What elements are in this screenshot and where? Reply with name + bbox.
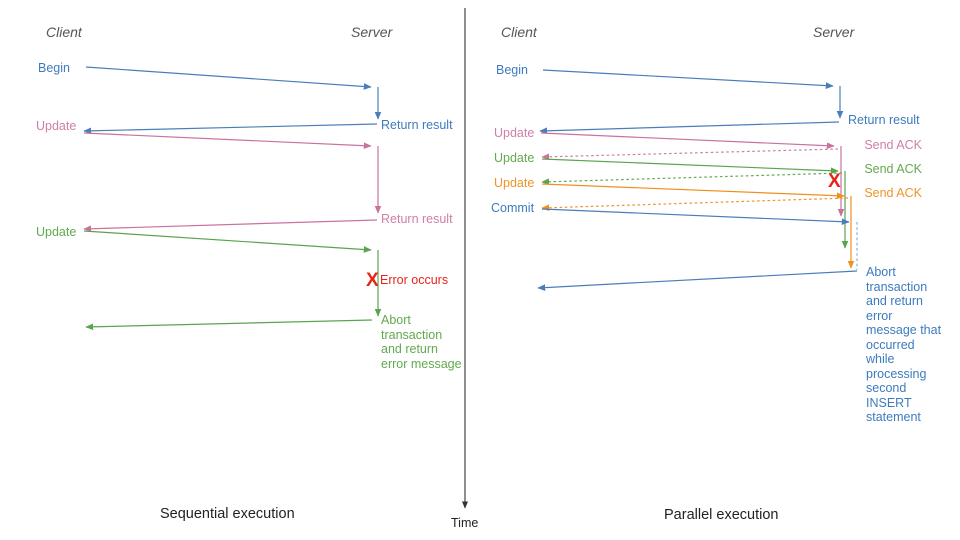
arrow-begin-p [542, 69, 834, 89]
label-error-occurs: Error occurs [380, 273, 449, 287]
arrow-return-result-p [539, 121, 840, 135]
label-update-3-parallel: Update [494, 176, 535, 190]
label-return-result-parallel: Return result [848, 113, 920, 127]
arrow-update-pink-p [540, 132, 835, 150]
arrow-return-result-1 [83, 123, 378, 135]
label-update-1-sequential: Update [36, 119, 77, 133]
arrow-abort-sequential [85, 319, 373, 331]
arrow-ack-green [541, 172, 843, 186]
label-abort-sequential: Abort transaction and return error messa… [381, 313, 462, 371]
arrow-update-pink [83, 132, 372, 150]
label-send-ack-3: Send ACK [864, 186, 922, 200]
sequential-panel-arrows [83, 66, 382, 331]
caption-sequential: Sequential execution [160, 506, 295, 522]
arrow-ack-orange [541, 197, 849, 212]
label-begin-sequential: Begin [38, 61, 70, 75]
arrow-return-result-2 [83, 219, 378, 233]
arrow-abort-parallel [537, 270, 858, 291]
arrow-update-green-p [541, 158, 839, 175]
actor-client-sequential: Client [46, 24, 82, 40]
arrow-commit [541, 208, 850, 226]
error-marker-icon-parallel: X [828, 171, 841, 192]
actor-server-sequential: Server [351, 24, 393, 40]
label-send-ack-2: Send ACK [864, 162, 922, 176]
arrow-begin [85, 66, 372, 90]
error-marker-icon: X [366, 270, 379, 291]
parallel-panel-arrows [537, 69, 858, 291]
arrow-ack-pink [541, 148, 839, 161]
time-axis-label: Time [451, 516, 479, 530]
label-abort-parallel: Abort transaction and return error messa… [866, 265, 942, 424]
label-begin-parallel: Begin [496, 63, 528, 77]
arrow-update-orange-p [541, 183, 845, 200]
label-update-2-sequential: Update [36, 225, 77, 239]
label-send-ack-1: Send ACK [864, 138, 922, 152]
caption-parallel: Parallel execution [664, 507, 779, 523]
label-return-result-2-sequential: Return result [381, 212, 453, 226]
label-update-2-parallel: Update [494, 151, 535, 165]
label-return-result-1-sequential: Return result [381, 118, 453, 132]
arrow-update-green [83, 230, 372, 253]
actor-client-parallel: Client [501, 24, 537, 40]
actor-server-parallel: Server [813, 24, 855, 40]
label-commit-parallel: Commit [491, 201, 535, 215]
label-update-1-parallel: Update [494, 126, 535, 140]
